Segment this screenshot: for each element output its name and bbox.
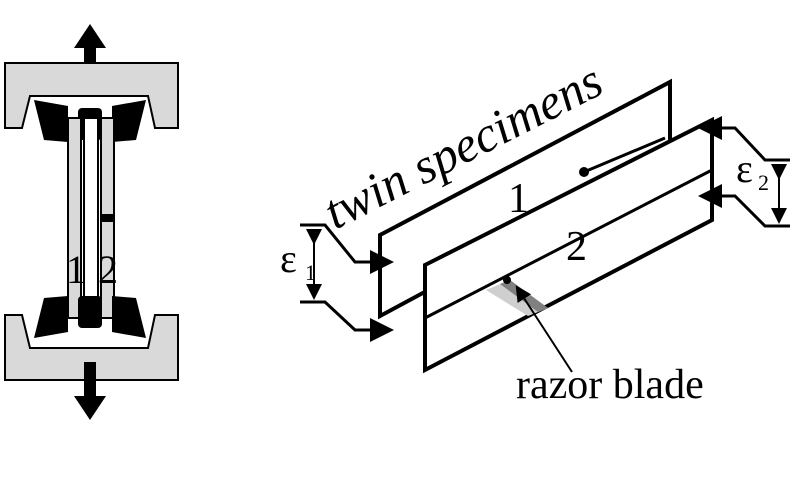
specimen-1-crack-tip xyxy=(579,167,589,177)
strain-1-load-arm xyxy=(300,223,394,342)
twin-specimens: 1 2 twin specimens razor blade xyxy=(315,52,714,408)
arrow-down-icon xyxy=(74,362,106,420)
strain-2-subscript: 2 xyxy=(758,170,769,195)
bottom-wedge-right xyxy=(112,296,146,338)
strain-2-symbol: ε xyxy=(736,146,753,191)
top-wedge-left xyxy=(34,100,68,142)
bottom-clamp-center xyxy=(78,296,102,328)
strain-1-symbol: ε xyxy=(280,236,297,281)
specimen-1-label: 1 xyxy=(508,176,529,222)
specimen-strip-1 xyxy=(67,117,82,319)
blade-leader-line xyxy=(515,285,573,373)
specimen-1-crack xyxy=(583,136,666,174)
specimen-2-midline xyxy=(424,168,713,320)
grip-label-1: 1 xyxy=(66,247,86,292)
bottom-wedge-left xyxy=(34,296,68,338)
razor-blade-label: razor blade xyxy=(516,362,704,408)
bottom-grip-frame xyxy=(4,314,179,381)
grip-assembly: 1 2 xyxy=(4,24,179,420)
top-grip-frame xyxy=(4,62,179,129)
notch-mark xyxy=(101,214,114,222)
strain-2-load-arm xyxy=(698,116,790,228)
center-bar xyxy=(83,117,99,319)
top-wedge-right xyxy=(112,100,146,142)
strain-1-subscript: 1 xyxy=(305,260,316,285)
specimen-2-label: 2 xyxy=(566,224,587,270)
specimen-2-crack-tip xyxy=(503,276,511,284)
arrow-up-icon xyxy=(74,24,106,84)
grip-label-2: 2 xyxy=(98,247,118,292)
